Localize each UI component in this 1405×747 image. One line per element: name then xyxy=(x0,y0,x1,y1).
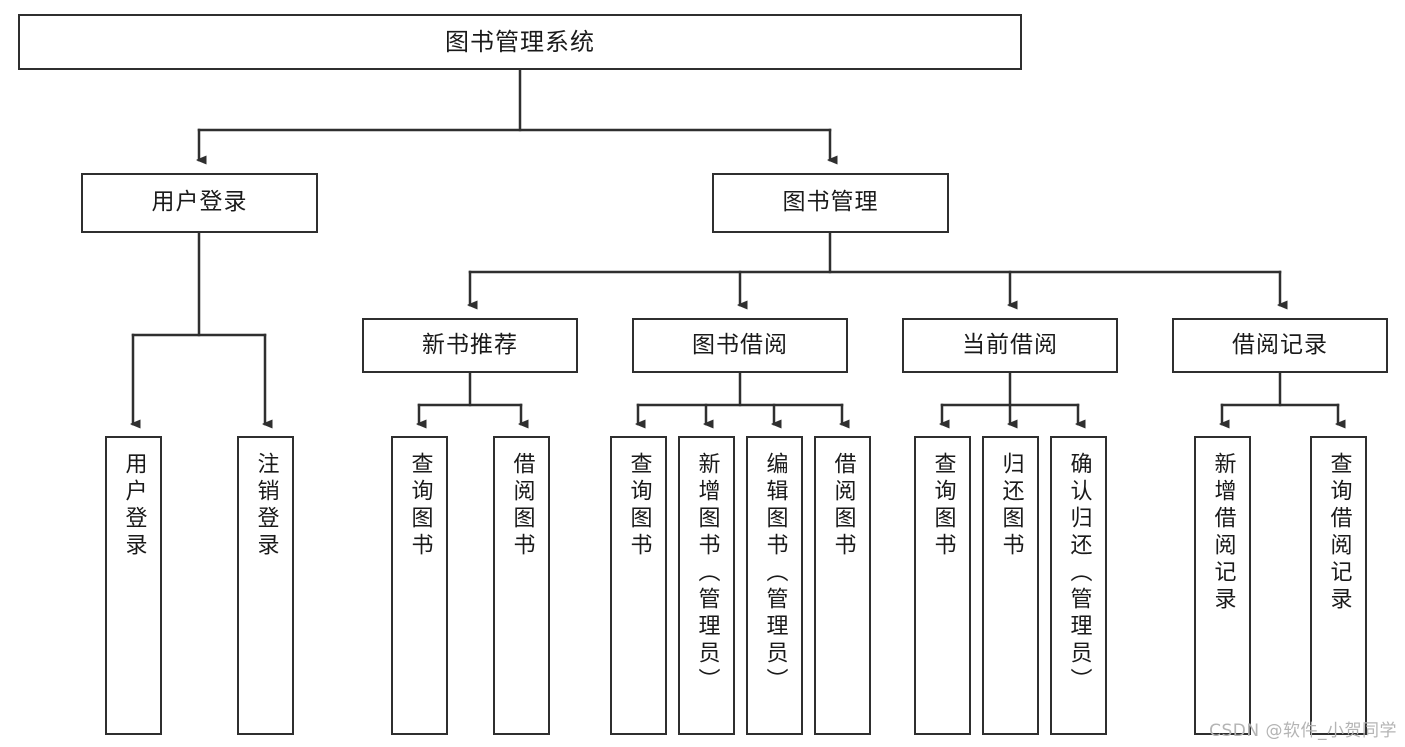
node-current-borrowing[interactable]: 当前借阅 xyxy=(902,318,1118,373)
leaf-query-book-recommendation[interactable]: 查询图书 xyxy=(391,436,448,735)
node-root-book-management-system[interactable]: 图书管理系统 xyxy=(18,14,1022,70)
leaf-add-borrow-record[interactable]: 新增借阅记录 xyxy=(1194,436,1251,735)
node-label: 用户登录 xyxy=(151,189,248,216)
node-label: 借阅图书 xyxy=(509,452,535,560)
leaf-borrow-book-borrowing[interactable]: 借阅图书 xyxy=(814,436,871,735)
node-book-management[interactable]: 图书管理 xyxy=(712,173,949,233)
leaf-query-book-current[interactable]: 查询图书 xyxy=(914,436,971,735)
leaf-query-book-borrowing[interactable]: 查询图书 xyxy=(610,436,667,735)
node-label: 查询借阅记录 xyxy=(1326,452,1352,614)
leaf-user-logout[interactable]: 注销登录 xyxy=(237,436,294,735)
node-label: 用户登录 xyxy=(121,452,147,560)
node-label: 图书管理系统 xyxy=(445,27,595,56)
node-label: 查询图书 xyxy=(626,452,652,560)
leaf-edit-book-admin[interactable]: 编辑图书（管理员） xyxy=(746,436,803,735)
node-label: 查询图书 xyxy=(930,452,956,560)
node-label: 图书借阅 xyxy=(692,331,788,358)
leaf-add-book-admin[interactable]: 新增图书（管理员） xyxy=(678,436,735,735)
node-label: 查询图书 xyxy=(407,452,433,560)
node-label: 新书推荐 xyxy=(422,331,518,358)
node-label: 当前借阅 xyxy=(962,331,1058,358)
node-label: 图书管理 xyxy=(782,189,879,216)
node-label: 新增图书（管理员） xyxy=(694,452,720,695)
node-label: 确认归还（管理员） xyxy=(1066,452,1092,695)
leaf-return-book[interactable]: 归还图书 xyxy=(982,436,1039,735)
leaf-user-login[interactable]: 用户登录 xyxy=(105,436,162,735)
leaf-query-borrow-record[interactable]: 查询借阅记录 xyxy=(1310,436,1367,735)
node-label: 借阅记录 xyxy=(1232,331,1328,358)
node-label: 注销登录 xyxy=(253,452,279,560)
leaf-confirm-return-admin[interactable]: 确认归还（管理员） xyxy=(1050,436,1107,735)
node-book-borrowing[interactable]: 图书借阅 xyxy=(632,318,848,373)
node-user-login[interactable]: 用户登录 xyxy=(81,173,318,233)
csdn-watermark: CSDN @软件_小贺同学 xyxy=(1209,721,1397,741)
node-label: 编辑图书（管理员） xyxy=(762,452,788,695)
node-label: 新增借阅记录 xyxy=(1210,452,1236,614)
node-label: 归还图书 xyxy=(998,452,1024,560)
leaf-borrow-book-recommendation[interactable]: 借阅图书 xyxy=(493,436,550,735)
node-borrow-records[interactable]: 借阅记录 xyxy=(1172,318,1388,373)
node-new-book-recommendation[interactable]: 新书推荐 xyxy=(362,318,578,373)
node-label: 借阅图书 xyxy=(830,452,856,560)
